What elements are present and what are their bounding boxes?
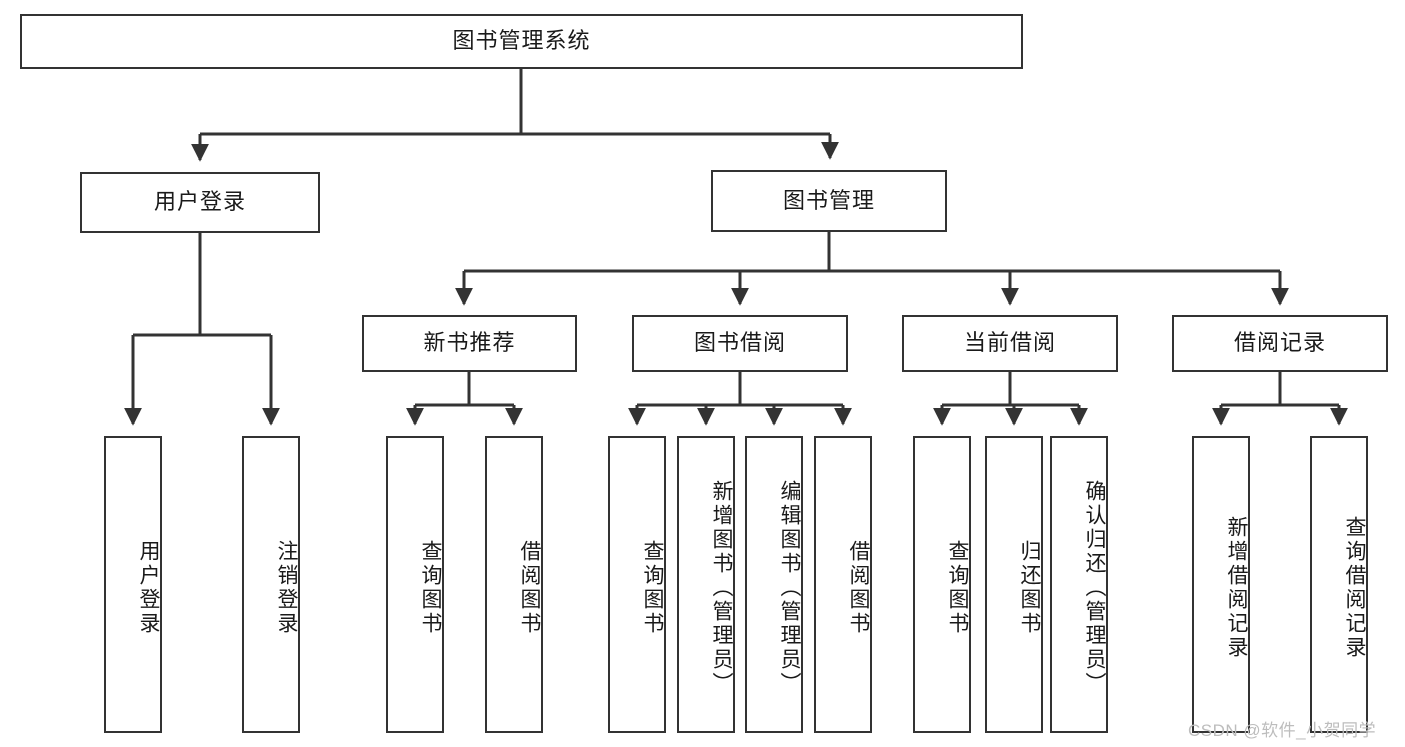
node-leaf-query-book-current[interactable]: 查询图书 xyxy=(913,436,971,733)
node-leaf-add-borrow-record[interactable]: 新增借阅记录 xyxy=(1192,436,1250,733)
node-borrow-record[interactable]: 借阅记录 xyxy=(1172,315,1388,372)
node-book-management[interactable]: 图书管理 xyxy=(711,170,947,232)
node-leaf-confirm-return-admin[interactable]: 确认归还（管理员） xyxy=(1050,436,1108,733)
node-leaf-return-book[interactable]: 归还图书 xyxy=(985,436,1043,733)
node-leaf-query-book-recommend[interactable]: 查询图书 xyxy=(386,436,444,733)
node-leaf-logout-login[interactable]: 注销登录 xyxy=(242,436,300,733)
node-leaf-borrow-book[interactable]: 借阅图书 xyxy=(814,436,872,733)
node-leaf-query-borrow-record[interactable]: 查询借阅记录 xyxy=(1310,436,1368,733)
node-leaf-edit-book-admin[interactable]: 编辑图书（管理员） xyxy=(745,436,803,733)
node-new-book-recommend[interactable]: 新书推荐 xyxy=(362,315,577,372)
node-root[interactable]: 图书管理系统 xyxy=(20,14,1023,69)
node-leaf-user-login[interactable]: 用户登录 xyxy=(104,436,162,733)
node-book-borrow[interactable]: 图书借阅 xyxy=(632,315,848,372)
node-leaf-query-book-borrow[interactable]: 查询图书 xyxy=(608,436,666,733)
csdn-watermark: CSDN @软件_小贺同学 xyxy=(1188,721,1377,740)
node-leaf-borrow-book-recommend[interactable]: 借阅图书 xyxy=(485,436,543,733)
node-leaf-add-book-admin[interactable]: 新增图书（管理员） xyxy=(677,436,735,733)
node-current-borrow[interactable]: 当前借阅 xyxy=(902,315,1118,372)
node-user-login[interactable]: 用户登录 xyxy=(80,172,320,233)
